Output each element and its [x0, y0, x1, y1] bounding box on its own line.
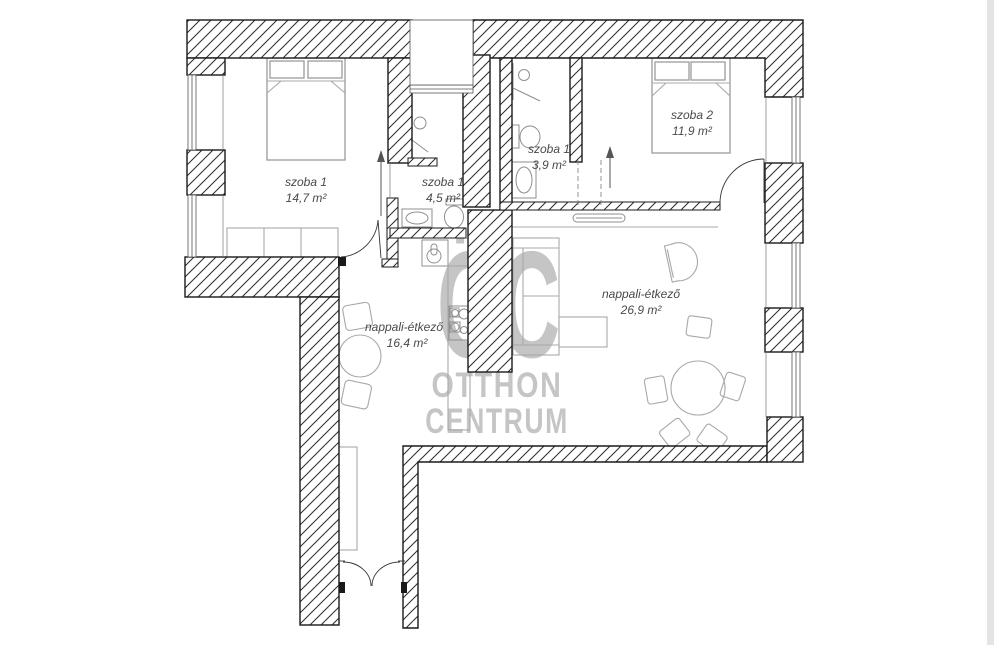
direction-arrow [606, 146, 614, 188]
dining-set [643, 315, 746, 454]
radiator-icon [572, 213, 626, 223]
room-label-area: 14,7 m² [286, 191, 328, 205]
door-szoba1 [338, 219, 382, 266]
room-label-name: szoba 1 [528, 142, 570, 156]
entry-double-door [338, 560, 407, 593]
kitchen-sink [421, 239, 449, 267]
chair [342, 301, 373, 331]
wall [186, 149, 226, 196]
window [765, 351, 801, 418]
wall [186, 19, 413, 59]
wall [499, 57, 513, 211]
shower-icon [512, 63, 541, 102]
room-label-name: szoba 2 [671, 108, 713, 122]
room-label-name: nappali-étkező [365, 320, 443, 334]
windows-layer [187, 19, 801, 418]
window [187, 194, 224, 258]
wall [407, 157, 438, 167]
wall [764, 162, 804, 244]
room-label-area: 4,5 m² [426, 191, 461, 205]
wall [766, 416, 804, 463]
light-shaft [409, 19, 474, 86]
wall [389, 227, 467, 239]
room-label-name: szoba 1 [422, 175, 464, 189]
room-labels: szoba 1 14,7 m² szoba 1 4,5 m² szoba 1 3… [285, 108, 713, 350]
window [765, 96, 801, 164]
wall [186, 57, 226, 76]
room-label-name: nappali-étkező [602, 287, 680, 301]
wall [499, 201, 721, 211]
bed-szoba2 [651, 57, 731, 154]
window [765, 242, 801, 309]
wall [467, 209, 513, 373]
room-label-area: 26,9 m² [620, 303, 663, 317]
wall [569, 57, 583, 163]
room-label-area: 11,9 m² [672, 124, 713, 138]
doors-layer [338, 146, 765, 593]
wall [387, 57, 413, 164]
room-label-area: 16,4 m² [387, 336, 429, 350]
hall-washbasin-icon [401, 208, 433, 228]
armchair [663, 242, 698, 283]
direction-arrow [377, 150, 385, 216]
room-label-area: 3,9 m² [532, 158, 567, 172]
window [187, 74, 224, 151]
scrollbar-strip [987, 0, 994, 645]
room-label-name: szoba 1 [285, 175, 327, 189]
watermark-line2: CENTRUM [425, 401, 569, 440]
bed-szoba1 [266, 57, 346, 161]
sofa [512, 237, 608, 356]
chair [340, 379, 372, 410]
wall [299, 296, 340, 626]
wall [381, 258, 399, 268]
furniture-layer [226, 57, 746, 551]
wall [764, 307, 804, 353]
door-szoba2 [719, 158, 765, 204]
window [409, 84, 474, 94]
wall [184, 256, 340, 298]
